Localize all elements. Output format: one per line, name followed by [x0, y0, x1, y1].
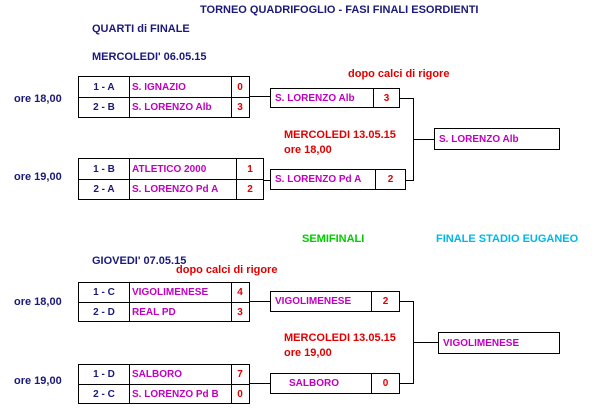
top-game1-score-2: 3 [237, 102, 243, 113]
top-game1-team-2: S. LORENZO Alb [132, 102, 212, 113]
top-semi-score-2: 2 [387, 174, 394, 185]
top-game1-team-1: S. IGNAZIO [132, 81, 186, 93]
bottom-game2-code-2: 2 - C [93, 388, 115, 400]
bottom-game1-time: ore 18,00 [14, 296, 62, 308]
bottom-game2-box: 1 - D SALBORO 7 2 - C S. LORENZO Pd B 0 [78, 364, 250, 404]
top-game1-box: 1 - A S. IGNAZIO 0 2 - B S. LORENZO Alb … [78, 76, 250, 118]
top-game2-team-1: ATLETICO 2000 [132, 163, 207, 175]
top-semi-team-1: S. LORENZO Alb [275, 92, 355, 104]
top-game2-score-1: 1 [247, 163, 253, 175]
top-game1-code-1: 1 - A [93, 81, 115, 93]
bottom-game1-score-1: 4 [237, 287, 243, 298]
bottom-game2-time: ore 19,00 [14, 375, 62, 387]
semifinali-label: SEMIFINALI [302, 233, 365, 245]
top-final-team: S. LORENZO Alb [439, 133, 519, 145]
top-game1-score-1: 0 [237, 81, 243, 93]
bottom-game1-code-1: 1 - C [93, 287, 115, 298]
bottom-game1-code-2: 2 - D [93, 306, 115, 318]
bottom-game1-team-2: REAL PD [132, 306, 176, 318]
top-game1-code-2: 2 - B [93, 102, 115, 113]
bottom-game2-score-2: 0 [237, 388, 243, 400]
top-semi-score-1: 3 [383, 92, 390, 104]
bottom-game1-score-2: 3 [237, 306, 243, 318]
top-game2-box: 1 - B ATLETICO 2000 1 2 - A S. LORENZO P… [78, 158, 264, 200]
top-semi-box-1: S. LORENZO Alb 3 [270, 88, 400, 108]
top-game2-code-1: 1 - B [93, 163, 115, 175]
top-rigori-note: dopo calci di rigore [348, 68, 450, 80]
bottom-game1-box: 1 - C VIGOLIMENESE 4 2 - D REAL PD 3 [78, 282, 250, 322]
bottom-game2-score-1: 7 [237, 369, 243, 380]
bottom-semi-box-2: SALBORO 0 [270, 373, 400, 394]
bottom-semi-score-1: 2 [382, 296, 389, 307]
bottom-day-label: GIOVEDI' 07.05.15 [92, 255, 187, 267]
top-game2-score-2: 2 [247, 184, 253, 195]
top-game1-time: ore 18,00 [14, 93, 62, 105]
bottom-semi-team-1: VIGOLIMENESE [275, 296, 352, 307]
top-day-label: MERCOLEDI' 06.05.15 [92, 51, 207, 63]
bottom-game2-team-2: S. LORENZO Pd B [132, 388, 219, 400]
top-final-box: S. LORENZO Alb [434, 128, 560, 150]
bottom-game2-code-1: 1 - D [93, 369, 115, 380]
page-title: TORNEO QUADRIFOGLIO - FASI FINALI ESORDI… [200, 4, 479, 16]
bottom-semi-time: ore 19,00 [284, 347, 332, 359]
top-semi-date: MERCOLEDI 13.05.15 [284, 129, 396, 141]
finale-label: FINALE STADIO EUGANEO [436, 233, 579, 245]
bottom-semi-score-2: 0 [382, 378, 389, 389]
bottom-game1-team-1: VIGOLIMENESE [132, 287, 209, 298]
top-game2-time: ore 19,00 [14, 171, 62, 183]
bottom-final-box: VIGOLIMENESE [438, 332, 560, 354]
bottom-rigori-note: dopo calci di rigore [176, 264, 278, 276]
bottom-semi-team-2: SALBORO [289, 378, 339, 389]
quarti-label: QUARTI di FINALE [92, 23, 190, 35]
bottom-final-team: VIGOLIMENESE [443, 337, 520, 349]
top-semi-team-2: S. LORENZO Pd A [275, 174, 362, 185]
bottom-semi-box-1: VIGOLIMENESE 2 [270, 291, 400, 312]
bottom-semi-date: MERCOLEDI 13.05.15 [284, 332, 396, 344]
top-game2-code-2: 2 - A [93, 184, 115, 195]
bottom-game2-team-1: SALBORO [132, 369, 182, 380]
top-game2-team-2: S. LORENZO Pd A [132, 184, 219, 195]
top-semi-time: ore 18,00 [284, 144, 332, 156]
top-semi-box-2: S. LORENZO Pd A 2 [270, 169, 406, 190]
